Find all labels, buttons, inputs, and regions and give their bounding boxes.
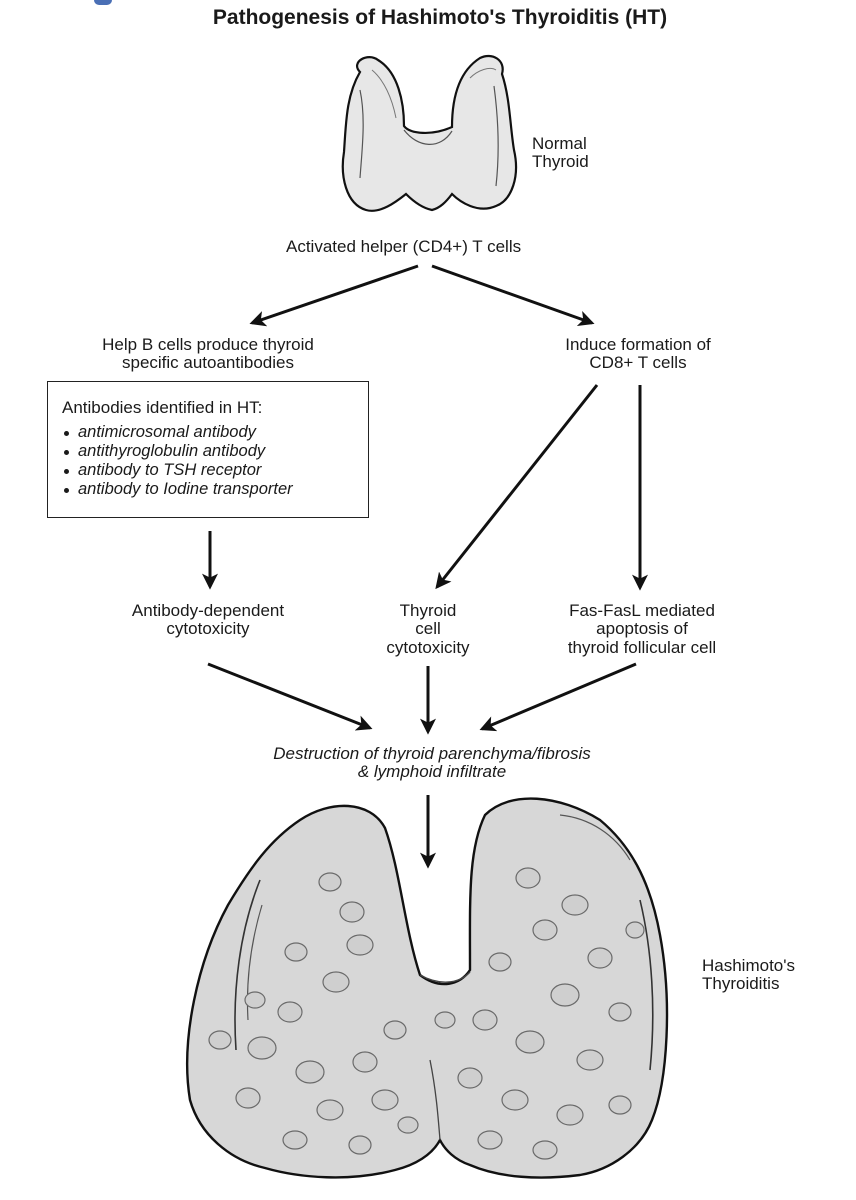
diagram-title: Pathogenesis of Hashimoto's Thyroiditis … — [212, 6, 668, 29]
normal-thyroid-label: Normal Thyroid — [532, 134, 589, 172]
fas-fasl-label: Fas-FasL mediated apoptosis of thyroid f… — [567, 601, 717, 657]
destruction-label: Destruction of thyroid parenchyma/fibros… — [273, 744, 591, 782]
arrow-helper-to-cd8 — [431, 264, 595, 327]
arrow-helper-to-bcells — [249, 264, 419, 327]
arrow-cd8-to-thyroid-cell — [435, 384, 599, 590]
antibodies-heading: Antibodies identified in HT: — [62, 398, 263, 417]
hashimotos-label: Hashimoto's Thyroiditis — [702, 956, 796, 994]
antibody-item: antithyroglobulin antibody — [62, 442, 368, 461]
antibodies-list: antimicrosomal antibody antithyroglobuli… — [62, 423, 368, 499]
arrow-fasl-to-destruction — [479, 662, 637, 732]
help-b-cells-label: Help B cells produce thyroid specific au… — [102, 335, 314, 373]
normal-thyroid-illustration — [341, 54, 518, 212]
arrow-adcc-to-destruction — [207, 662, 373, 731]
activated-helper-label: Activated helper (CD4+) T cells — [286, 237, 522, 256]
hashimoto-thyroid-illustration — [186, 797, 669, 1179]
antibody-item: antibody to TSH receptor — [62, 461, 368, 480]
antibodies-box: Antibodies identified in HT: antimicroso… — [47, 381, 369, 518]
antibody-dependent-label: Antibody-dependent cytotoxicity — [131, 601, 285, 639]
antibody-item: antimicrosomal antibody — [62, 423, 368, 442]
thyroid-cell-cytotoxicity-label: Thyroid cell cytotoxicity — [386, 601, 470, 657]
corner-mark — [94, 0, 112, 5]
antibody-item: antibody to Iodine transporter — [62, 480, 368, 499]
induce-cd8-label: Induce formation of CD8+ T cells — [565, 335, 711, 373]
